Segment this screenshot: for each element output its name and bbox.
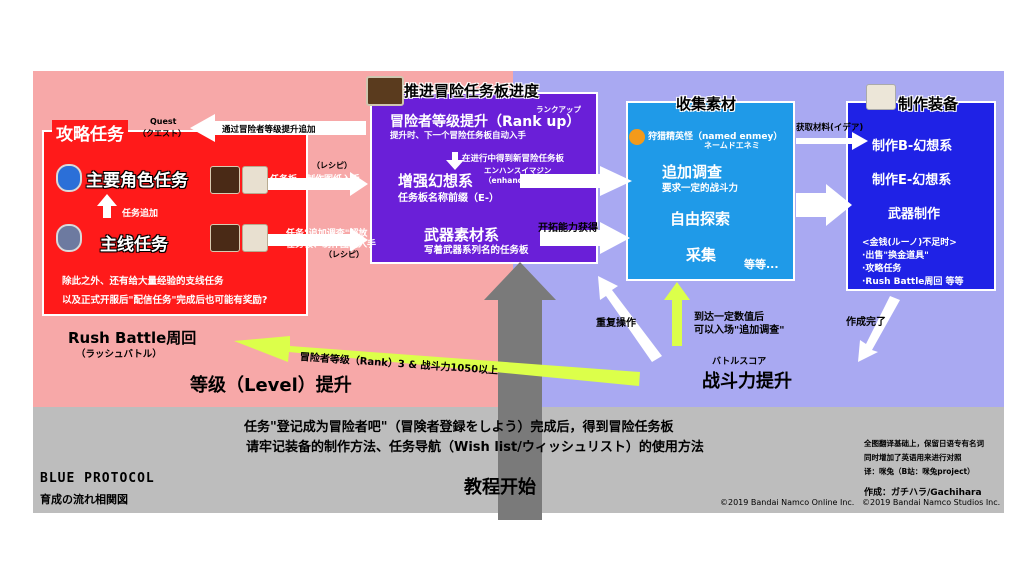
main-character-quest: 主要角色任务 xyxy=(86,171,188,191)
copyright-online: ©2019 Bandai Namco Online Inc. xyxy=(720,498,855,507)
rank-up-note: 提升时、下一个冒险任务板自动入手 xyxy=(390,131,527,141)
extra-investigation-note: 要求一定的战斗力 xyxy=(662,183,739,194)
enhance-title: 增强幻想系 xyxy=(398,172,474,190)
board-icon-main-char xyxy=(210,166,240,194)
recipe-icon-main-line xyxy=(242,224,268,252)
rank-to-quest-label: 通过冒险者等级提升追加 xyxy=(222,125,316,135)
collect-material-box xyxy=(626,101,795,281)
obtain-materials-label: 获取材料(イデア) xyxy=(796,123,864,133)
adventure-board-header: 推进冒险任务板进度 xyxy=(404,82,540,100)
rank-to-quest-arrow xyxy=(190,114,366,142)
main-line-note-ruby: （レシピ） xyxy=(324,250,364,259)
main-line-note-2: 任务板、制作图纸入手 xyxy=(286,240,377,250)
other-quests-2: 以及正式开服后"配信任务"完成后也可能有奖励? xyxy=(62,295,268,306)
free-exploration: 自由探索 xyxy=(670,210,731,228)
board-icon xyxy=(366,76,404,106)
recipe-icon-craft xyxy=(866,84,896,110)
named-enemy-label: 狩猎精英怪（named enmey） xyxy=(648,132,783,142)
obtain-materials-arrow xyxy=(796,132,868,150)
tutorial-start: 教程开始 xyxy=(464,477,536,498)
recipe-icon-main-char xyxy=(242,166,268,194)
main-line-note-1: 任务"追加调查"解放 xyxy=(286,229,368,239)
rank-up-ruby: ランクアップ xyxy=(536,105,581,114)
reach-value-label-1: 到达一定数值后 xyxy=(694,312,764,323)
collect-to-craft-big-arrow xyxy=(796,184,852,226)
weapon-material-title: 武器素材系 xyxy=(424,226,500,244)
enhance-to-cyan-arrow xyxy=(520,166,632,196)
quest-blue-icon xyxy=(56,164,82,192)
level-up: 等级（Level）提升 xyxy=(190,375,352,396)
reach-value-label-2: 可以入场"追加调查" xyxy=(694,325,785,336)
quest-title: 攻略任务 xyxy=(52,120,128,145)
main-line-quest: 主线任务 xyxy=(100,235,168,255)
new-board-down-arrow xyxy=(446,152,464,170)
tutorial-line-1: 任务"登记成为冒险者吧"（冒険者登録をしよう）完成后，得到冒险任务板 xyxy=(244,420,674,435)
translator-note-1: 全图翻译基础上，保留日语专有名词 xyxy=(864,439,984,448)
gathering: 采集 xyxy=(686,246,717,264)
tutorial-line-2: 请牢记装备的制作方法、任务导航（Wish list/ウィッシュリスト）的使用方法 xyxy=(246,440,704,455)
named-enemy-ruby: ネームドエネミ xyxy=(704,141,760,150)
other-quests-1: 除此之外、还有给大量经验的支线任务 xyxy=(62,276,224,287)
copyright-studios: ©2019 Bandai Namco Studios Inc. xyxy=(862,498,1001,507)
enhance-note: 任务板名称前缀（E-） xyxy=(398,193,499,204)
money-option-3: ·Rush Battle周回 等等 xyxy=(862,277,964,287)
new-board-note: 在进行中得到新冒险任务板 xyxy=(462,154,565,164)
add-task-label: 任务追加 xyxy=(122,209,159,219)
blue-protocol-logo: BLUE PROTOCOL xyxy=(40,471,155,486)
weapon-material-note: 写着武器系列名的任务板 xyxy=(424,245,529,256)
author-credit: 作成：ガチハラ/Gachihara xyxy=(864,488,982,498)
quest-title-ruby: （クエスト） xyxy=(138,129,186,138)
collect-material-header: 收集素材 xyxy=(676,95,737,113)
quest-up-arrow xyxy=(97,194,117,218)
craft-b-fantasy: 制作B-幻想系 xyxy=(872,139,953,154)
board-icon-main-line xyxy=(210,224,240,252)
translator-credit: 译：咪兔（B站：咪兔project） xyxy=(864,467,975,476)
craft-equipment-header: 制作装备 xyxy=(898,95,959,113)
quest-gray-icon xyxy=(56,224,82,252)
enhance-ruby-2: （enhance imagine） xyxy=(484,176,572,185)
unlock-ability-label: 开拓能力获得 xyxy=(538,223,598,234)
money-option-2: ·攻略任务 xyxy=(862,264,902,274)
money-option-1: ·出售"换金道具" xyxy=(862,251,929,261)
extra-investigation: 追加调查 xyxy=(662,163,723,181)
logo-subtitle: 育成の流れ相関図 xyxy=(40,493,128,506)
rush-battle-arrow xyxy=(234,336,640,386)
craft-e-fantasy: 制作E-幻想系 xyxy=(872,173,952,188)
main-character-note: 任务板、制作图纸入手 xyxy=(270,175,361,185)
tutorial-up-arrow xyxy=(484,262,556,520)
quest-box xyxy=(42,130,308,316)
etc-label: 等等... xyxy=(744,258,779,271)
weapon-crafting: 武器制作 xyxy=(888,207,941,222)
rank-up-title: 冒险者等级提升（Rank up） xyxy=(390,114,581,130)
battle-score-ruby: バトルスコア xyxy=(712,357,767,367)
repeat-operation-label: 重复操作 xyxy=(596,318,636,329)
repeat-operation-arrow xyxy=(598,276,662,362)
main-line-arrow xyxy=(268,228,368,252)
reach-value-up-arrow xyxy=(664,282,690,346)
battle-power-up: 战斗力提升 xyxy=(702,371,792,392)
craft-equipment-box xyxy=(846,101,996,291)
weapon-to-cyan-arrow xyxy=(540,222,630,254)
rush-battle: Rush Battle周回 xyxy=(68,329,197,347)
crafted-arrow xyxy=(858,296,900,362)
main-char-arrow xyxy=(268,172,368,196)
enhance-ruby-1: エンハンスイマジン xyxy=(484,166,552,175)
money-shortage-header: <金钱(ルーノ)不足时> xyxy=(862,238,957,248)
main-character-note-ruby: （レシピ） xyxy=(312,161,352,170)
crafted-label: 作成完了 xyxy=(846,317,886,328)
quest-title-ruby-en: Quest xyxy=(150,117,177,126)
translator-note-2: 同时增加了英语用来进行对照 xyxy=(864,453,962,462)
rush-battle-ruby: （ラッシュバトル） xyxy=(76,349,162,360)
named-enemy-icon xyxy=(629,129,645,145)
